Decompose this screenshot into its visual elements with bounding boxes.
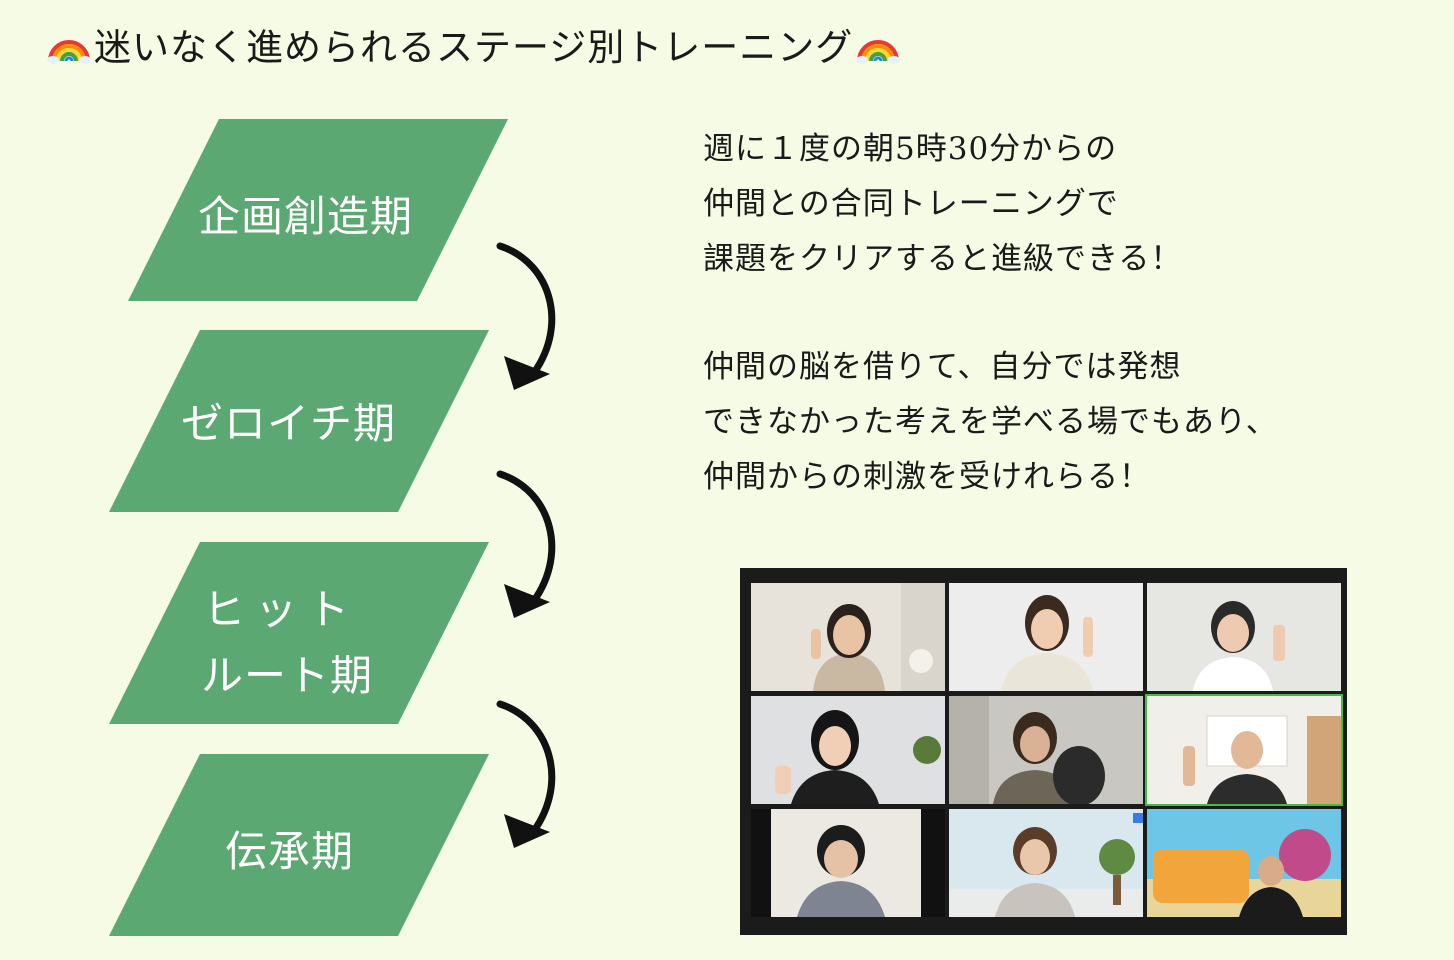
stage-block-4: 伝承期 xyxy=(109,754,489,936)
stage-label: 伝承期 xyxy=(225,827,355,876)
description-line: 仲間との合同トレーニングで xyxy=(703,186,1119,222)
stage-block-1: 企画創造期 xyxy=(128,119,508,301)
rainbow-icon xyxy=(855,23,901,65)
description-line: 課題をクリアすると進級できる！ xyxy=(703,241,1183,277)
stage-block-2: ゼロイチ期 xyxy=(109,330,489,512)
video-call-grid-photo xyxy=(740,568,1347,935)
parallelogram-shape xyxy=(109,330,489,512)
participant-tile xyxy=(751,696,945,804)
participant-tile xyxy=(1147,583,1341,691)
description-line: 仲間からの刺激を受けれらる！ xyxy=(703,459,1151,495)
stage-label: ゼロイチ期 xyxy=(181,399,397,448)
stage-label-line-2: ルート期 xyxy=(201,651,374,700)
description-paragraph-1: 週に１度の朝5時30分からの 仲間との合同トレーニングで 課題をクリアすると進級… xyxy=(703,122,1182,287)
rainbow-icon xyxy=(46,23,92,65)
participant-tile xyxy=(949,809,1143,917)
participant-tile xyxy=(1147,809,1341,917)
participant-tile xyxy=(751,809,945,917)
stage-label-line-1: ヒット xyxy=(203,585,360,634)
curved-arrow-icon xyxy=(492,696,582,856)
parallelogram-shape xyxy=(109,754,489,936)
stage-label: 企画創造期 xyxy=(198,192,414,241)
participant-tile xyxy=(949,696,1143,804)
stage-block-3: ヒット ルート期 xyxy=(109,542,489,724)
participant-tile xyxy=(949,583,1143,691)
page-title: 迷いなく進められるステージ別トレーニング xyxy=(44,14,903,74)
participant-tile xyxy=(751,583,945,691)
description-paragraph-2: 仲間の脳を借りて、自分では発想 できなかった考えを学べる場でもあり、 仲間からの… xyxy=(703,340,1278,505)
title-text: 迷いなく進められるステージ別トレーニング xyxy=(94,26,854,69)
parallelogram-shape xyxy=(128,119,508,301)
curved-arrow-icon xyxy=(492,466,582,626)
description-line: 仲間の脳を借りて、自分では発想 xyxy=(703,349,1182,385)
participant-tile xyxy=(1145,694,1343,806)
curved-arrow-icon xyxy=(492,238,582,398)
parallelogram-shape xyxy=(109,542,489,724)
description-line: できなかった考えを学べる場でもあり、 xyxy=(703,404,1278,440)
description-line: 週に１度の朝5時30分からの xyxy=(703,131,1118,167)
